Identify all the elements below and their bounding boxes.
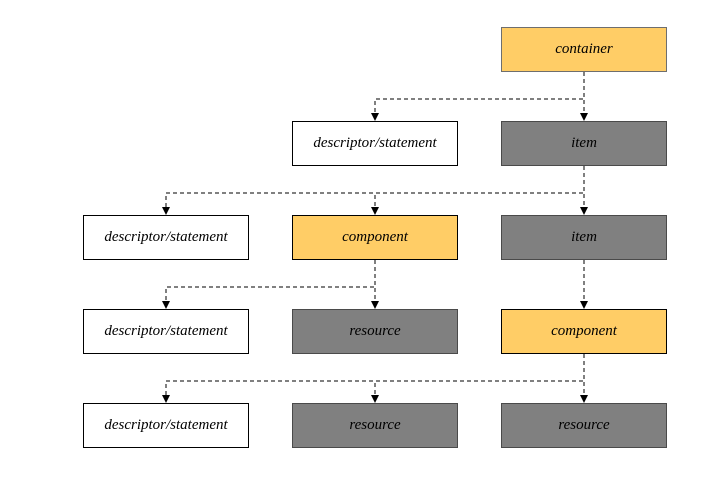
resource-label: resource [349, 417, 401, 433]
component-box: component [292, 215, 458, 260]
resource-box: resource [501, 403, 667, 448]
container-box: container [501, 27, 667, 72]
descriptor-statement-label: descriptor/statement [104, 229, 228, 245]
descriptor-statement-label: descriptor/statement [104, 323, 228, 339]
connector-arrow [371, 72, 585, 121]
item-box: item [501, 215, 667, 260]
component-box: component [501, 309, 667, 354]
connector-arrow [371, 166, 585, 215]
resource-box: resource [292, 403, 458, 448]
connector-arrow [162, 166, 585, 215]
descriptor-statement-box: descriptor/statement [83, 309, 249, 354]
resource-box: resource [292, 309, 458, 354]
connector-arrow [371, 354, 585, 403]
resource-label: resource [558, 417, 610, 433]
descriptor-statement-label: descriptor/statement [313, 135, 437, 151]
descriptor-statement-box: descriptor/statement [292, 121, 458, 166]
component-label: component [551, 323, 617, 339]
resource-label: resource [349, 323, 401, 339]
descriptor-statement-box: descriptor/statement [83, 215, 249, 260]
item-label: item [571, 229, 597, 245]
container-label: container [555, 41, 613, 57]
descriptor-statement-label: descriptor/statement [104, 417, 228, 433]
connector-arrow [162, 354, 585, 403]
component-label: component [342, 229, 408, 245]
descriptor-statement-box: descriptor/statement [83, 403, 249, 448]
connector-arrow [162, 260, 376, 309]
item-label: item [571, 135, 597, 151]
item-box: item [501, 121, 667, 166]
